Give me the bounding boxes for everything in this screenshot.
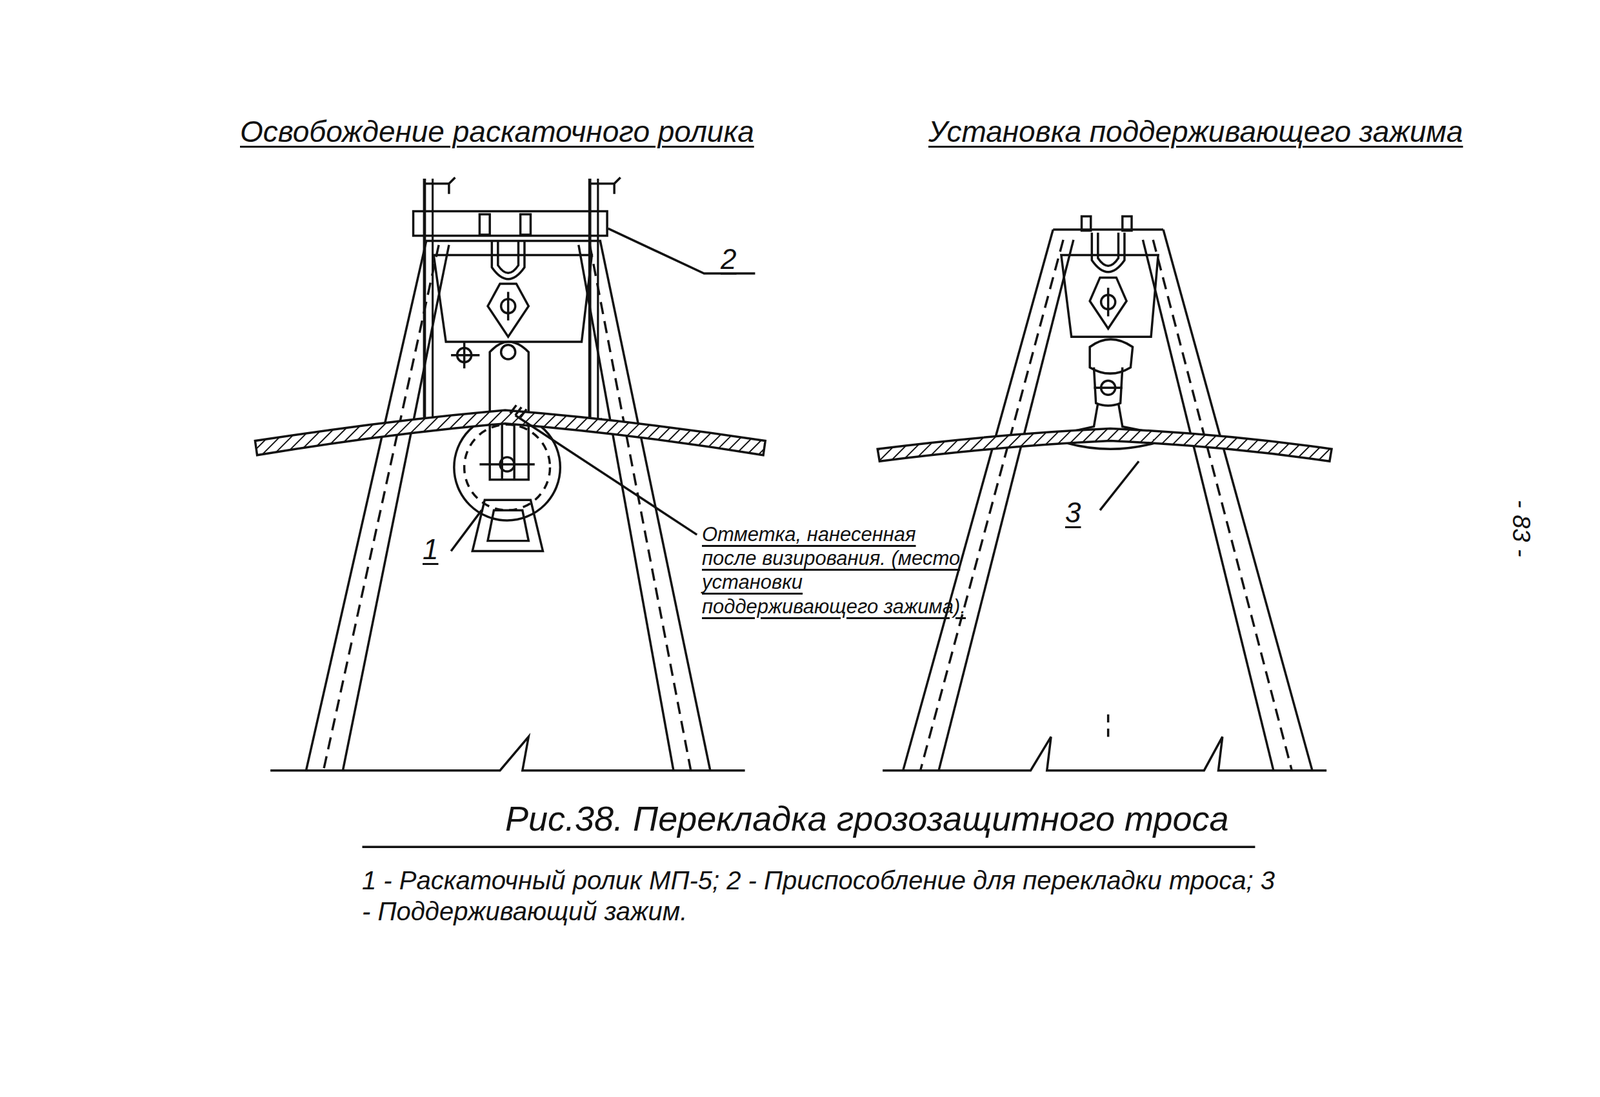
callout-number: 1 [422,532,439,568]
note-text: Отметка, нанесенная после визирования. (… [701,522,973,619]
legend-text: 1 - Раскаточный ролик МП-5; 2 - Приспосо… [361,865,1279,928]
page-number: - 83 - [1505,500,1536,558]
callout-number: 2 [720,242,737,277]
view-title: Освобождение раскаточного ролика [240,114,755,150]
view-title: Установка поддерживающего зажима [928,114,1464,150]
callout-number: 3 [1065,496,1081,531]
figure-caption: Рис.38. Перекладка грозозащитного троса [505,798,1230,840]
